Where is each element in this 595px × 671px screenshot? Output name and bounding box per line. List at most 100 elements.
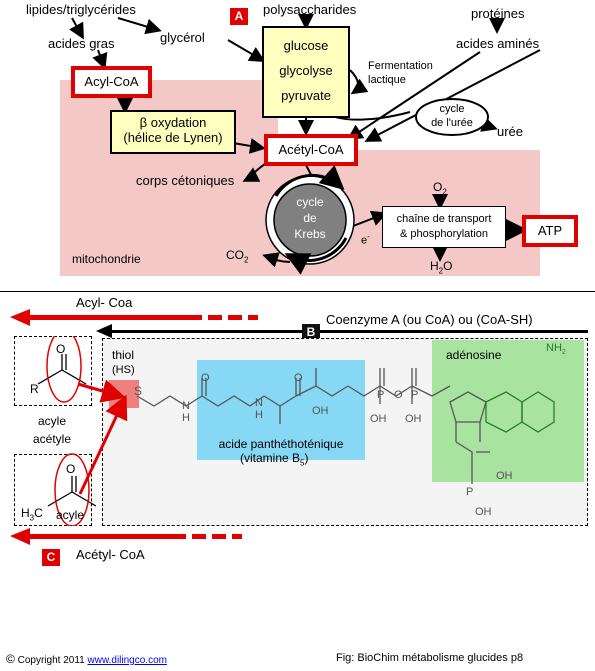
beta-oxidation-line-2: (hélice de Lynen) <box>123 130 223 145</box>
coa-arrow-line <box>110 330 588 333</box>
o2-label: O2 <box>433 180 447 196</box>
acyl-coa-box: Acyl-CoA <box>71 66 152 98</box>
ketone-bodies-label: corps cétoniques <box>136 173 235 188</box>
coa-molecule-structure <box>136 368 555 484</box>
glycolysis-line-1: glucose <box>283 38 329 53</box>
adenosine-highlight <box>432 340 584 482</box>
proteins-label: protéines <box>471 6 525 21</box>
h3c-label: H3C <box>21 506 43 522</box>
h-atom-1: H <box>182 412 190 424</box>
r-label: R <box>30 382 39 396</box>
etc-line-2: & phosphorylation <box>399 228 489 240</box>
nh2-sub: 2 <box>561 349 566 357</box>
etc-line-1: chaîne de transport <box>396 213 492 225</box>
krebs-line-1: cycle <box>296 195 324 209</box>
glycolysis-line-3: pyruvate <box>281 88 331 103</box>
amino-acids-label: acides aminés <box>456 36 540 51</box>
beta-oxidation-box: β oxydation (hélice de Lynen) <box>110 110 236 154</box>
pathway-arrows <box>69 14 541 275</box>
beta-oxidation-line-1: β oxydation <box>139 115 207 130</box>
thiol-label: thiol <box>112 348 135 362</box>
n-atom-2: N <box>255 397 263 409</box>
acyl-coa-arrow-dashed <box>188 315 258 320</box>
acetyl-group-label: acétyle <box>32 432 72 446</box>
pantothenic-label: acide panthéthoténique <box>218 437 344 451</box>
s-atom: S <box>134 384 143 398</box>
krebs-line-3: Krebs <box>294 227 326 241</box>
o-label-acetyl: O <box>66 462 76 476</box>
section-divider <box>0 291 595 292</box>
o-atom-3: O <box>394 389 403 401</box>
h2o-label: H2O <box>430 259 452 275</box>
figure-caption: Fig: BioChim métabolisme glucides p8 <box>336 652 524 664</box>
nh2-atom: NH2 <box>546 342 566 356</box>
vitamin-text: (vitamine B <box>240 451 301 465</box>
co2-label: CO2 <box>226 248 248 264</box>
atp-box: ATP <box>522 215 578 247</box>
acyl-group-label: acyle <box>37 414 66 428</box>
p-atom-3: P <box>466 486 474 498</box>
acyl-coa-arrow-solid <box>28 315 188 320</box>
oh-atom-3: OH <box>405 413 422 425</box>
fatty-acids-label: acides gras <box>48 36 115 51</box>
oh-atom-2: OH <box>370 413 387 425</box>
o-label-acyl: O <box>56 342 66 356</box>
mitochondria-label: mitochondrie <box>72 252 141 266</box>
hs-label: (HS) <box>112 364 135 376</box>
tag-c: C <box>42 549 60 566</box>
co2-sub: 2 <box>244 255 249 265</box>
polysaccharides-label: polysaccharides <box>263 2 357 17</box>
acetyl-coa-arrow-label: Acétyl- CoA <box>76 547 145 562</box>
tag-b: B <box>302 324 320 341</box>
vitamin-tail: ) <box>304 451 309 465</box>
copyright-symbol: © <box>6 652 15 666</box>
h3c-tail: C <box>34 506 43 520</box>
pantothenic-highlight <box>197 360 365 460</box>
tag-a: A <box>230 8 248 25</box>
electron-label: e- <box>361 232 370 247</box>
vitamin-label: (vitamine B5) <box>240 451 308 467</box>
acyl-coa-arrow-label: Acyl- Coa <box>76 295 133 310</box>
o-atom-1: O <box>201 372 210 384</box>
krebs-label: cycle de Krebs <box>280 194 340 242</box>
h-atom-2: H <box>255 409 263 421</box>
fermentation-label-2: lactique <box>368 74 406 86</box>
p-atom-2: P <box>411 389 419 401</box>
oh-atom-4: OH <box>496 470 513 482</box>
glycerol-label: glycérol <box>160 30 205 45</box>
etc-box: chaîne de transport & phosphorylation <box>382 206 506 248</box>
electron-text: e <box>361 234 368 247</box>
p-atom-1: P <box>377 389 385 401</box>
glycolysis-line-2: glycolyse <box>279 63 333 78</box>
vitamin-sub: 5 <box>300 458 305 468</box>
coa-arrow-head <box>96 324 112 338</box>
o-atom-2: O <box>294 372 303 384</box>
website-link[interactable]: www.dilingco.com <box>87 655 167 666</box>
o2-text: O <box>433 180 443 194</box>
co2-text: CO <box>226 248 244 262</box>
o2-sub: 2 <box>442 187 447 197</box>
urea-label: urée <box>497 124 524 139</box>
group-structures <box>37 336 97 526</box>
h2o-tail: O <box>443 259 453 273</box>
n-atom-1: N <box>182 400 190 412</box>
krebs-line-2: de <box>303 211 317 225</box>
copyright-text: Copyright 2011 <box>17 655 85 666</box>
oh-atom-1: OH <box>312 405 329 417</box>
fermentation-label-1: Fermentation <box>368 60 433 72</box>
oh-atom-5: OH <box>475 506 492 518</box>
acetyl-coa-box: Acétyl-CoA <box>264 134 358 166</box>
h2o-sub: 2 <box>438 266 444 276</box>
h3c-text: H <box>21 506 30 520</box>
h2o-text: H <box>430 259 439 273</box>
acetyl-coa-arrow-dashed <box>172 534 242 539</box>
link-arrows <box>77 379 128 495</box>
acetyl-group-box <box>14 454 92 526</box>
urea-cycle-label-2: de l'urée <box>431 117 473 129</box>
h3c-sub: 3 <box>29 513 35 523</box>
acetyl-coa-arrow-head <box>10 528 30 545</box>
electron-sup: - <box>367 232 370 241</box>
coenzyme-a-label: Coenzyme A (ou CoA) ou (CoA-SH) <box>326 312 533 327</box>
acyl-small-label: acyle <box>56 508 85 522</box>
glycolysis-box: glucose glycolyse pyruvate <box>262 26 350 118</box>
